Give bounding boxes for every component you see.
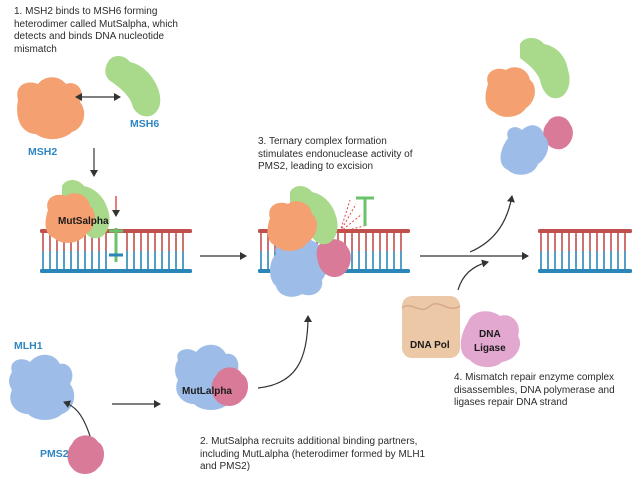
dna-pol-label: DNA Pol	[410, 340, 450, 351]
released-pms2	[543, 116, 573, 150]
ternary-pms2	[316, 239, 351, 278]
mutlalpha-pms2	[211, 367, 248, 406]
backbone-bottom	[40, 269, 192, 273]
arrow-pms2-to-mlh1	[63, 400, 91, 437]
step-3-text: 3. Ternary complex formation stimulates …	[258, 136, 413, 172]
ternary-mlh1	[270, 239, 328, 297]
msh2-protein	[17, 77, 85, 140]
step-1-text: 1. MSH2 binds to MSH6 forming heterodime…	[14, 6, 178, 55]
backbone-top	[538, 229, 632, 233]
excision-cut-icon	[339, 196, 374, 233]
pms2-protein	[67, 435, 104, 474]
backbone-bottom	[538, 269, 632, 273]
step-4-text: 4. Mismatch repair enzyme complex disass…	[454, 372, 615, 408]
arrow-release-proteins	[469, 195, 515, 253]
released-msh2	[485, 67, 535, 117]
ternary-msh2	[267, 201, 317, 251]
arrow-mutlalpha-to-ternary	[257, 315, 312, 389]
arrow-enzymes-to-dna	[457, 259, 489, 291]
released-mlh1	[500, 125, 549, 175]
msh6-label: MSH6	[130, 118, 160, 130]
mutsalpha-msh2	[45, 193, 95, 243]
ternary-msh6	[290, 186, 338, 245]
msh6-protein	[105, 56, 161, 117]
dna-ligase-label: DNA Ligase	[474, 329, 506, 354]
released-msh6	[520, 38, 570, 99]
mismatch-marker	[109, 196, 123, 262]
dna-ligase	[460, 311, 521, 368]
mutlalpha-label: MutLalpha	[182, 386, 232, 397]
mlh1-label: MLH1	[14, 340, 43, 352]
mutsalpha-label: MutSalpha	[58, 216, 109, 227]
step-2-text: 2. MutSalpha recruits additional binding…	[200, 436, 426, 472]
dna-polymerase	[401, 296, 461, 358]
dna-strand-repaired	[538, 229, 632, 273]
pms2-label: PMS2	[40, 448, 69, 460]
msh2-label: MSH2	[28, 146, 58, 158]
mlh1-protein	[9, 354, 75, 420]
dna-strand-mutsalpha	[40, 229, 192, 273]
